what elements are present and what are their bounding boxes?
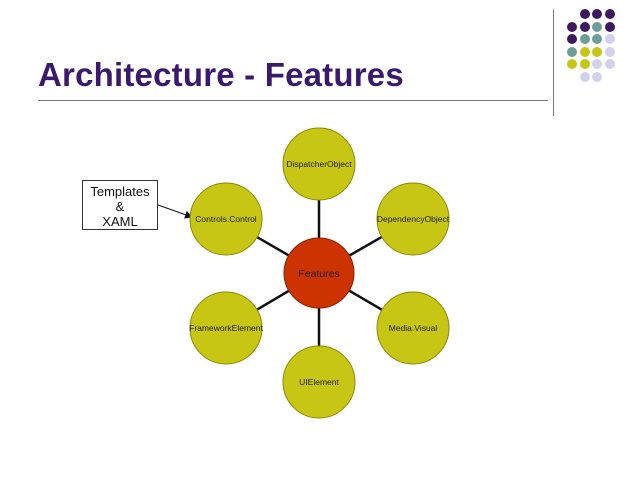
node-circle — [189, 182, 263, 256]
decorative-dot — [579, 59, 590, 69]
node-uielement: UIElement — [282, 345, 356, 419]
center-label: Features — [298, 268, 339, 280]
node-label: Controls.Control — [195, 214, 257, 224]
node-circle — [376, 291, 450, 365]
node-label: DispatcherObject — [286, 159, 352, 169]
decorative-dot — [579, 21, 590, 32]
decorative-dot — [592, 9, 602, 19]
decorative-dot — [567, 34, 577, 44]
decorative-dot — [604, 34, 615, 44]
decorative-dot — [592, 71, 602, 82]
decorative-dot — [567, 46, 577, 57]
title-underline — [38, 100, 548, 101]
decorative-dot — [592, 21, 602, 32]
node-media-visual: Media.Visual — [376, 291, 450, 365]
decorative-dot — [579, 46, 590, 57]
decorative-dot — [579, 9, 590, 19]
decorative-dot — [604, 59, 615, 69]
decorative-dot — [604, 9, 615, 19]
node-frameworkelement: FrameworkElement — [189, 291, 263, 365]
nodes: DispatcherObjectDependencyObjectMedia.Vi… — [189, 127, 450, 419]
decorative-dot — [567, 59, 577, 69]
decorative-dot — [592, 46, 602, 57]
node-circle — [282, 127, 356, 201]
decorative-dot — [592, 34, 602, 44]
center-circle — [283, 237, 355, 309]
node-controls-control: Controls.Control — [189, 182, 263, 256]
node-label: FrameworkElement — [189, 323, 263, 333]
node-circle — [282, 345, 356, 419]
callout-arrow — [157, 204, 193, 219]
templates-xaml-callout: Templates & XAML — [82, 180, 158, 230]
decorative-dot — [579, 34, 590, 44]
decorative-dot — [592, 59, 602, 69]
node-dispatcherobject: DispatcherObject — [282, 127, 356, 201]
decorative-dot — [567, 21, 577, 32]
node-label: UIElement — [299, 377, 339, 387]
callout-line-1: Templates — [90, 184, 150, 199]
node-dependencyobject: DependencyObject — [376, 182, 450, 256]
decorative-dot — [579, 71, 590, 82]
callout-line-3: XAML — [102, 214, 138, 229]
node-circle — [376, 182, 450, 256]
node-circle — [189, 291, 263, 365]
slide-title: Architecture - Features — [38, 56, 404, 93]
callout-line-2: & — [115, 199, 125, 214]
vertical-rule — [553, 10, 554, 116]
node-label: Media.Visual — [389, 323, 438, 333]
decorative-dot — [604, 46, 615, 57]
decorative-dot — [604, 21, 615, 32]
center-node-features: Features — [283, 237, 355, 309]
node-label: DependencyObject — [377, 214, 450, 224]
